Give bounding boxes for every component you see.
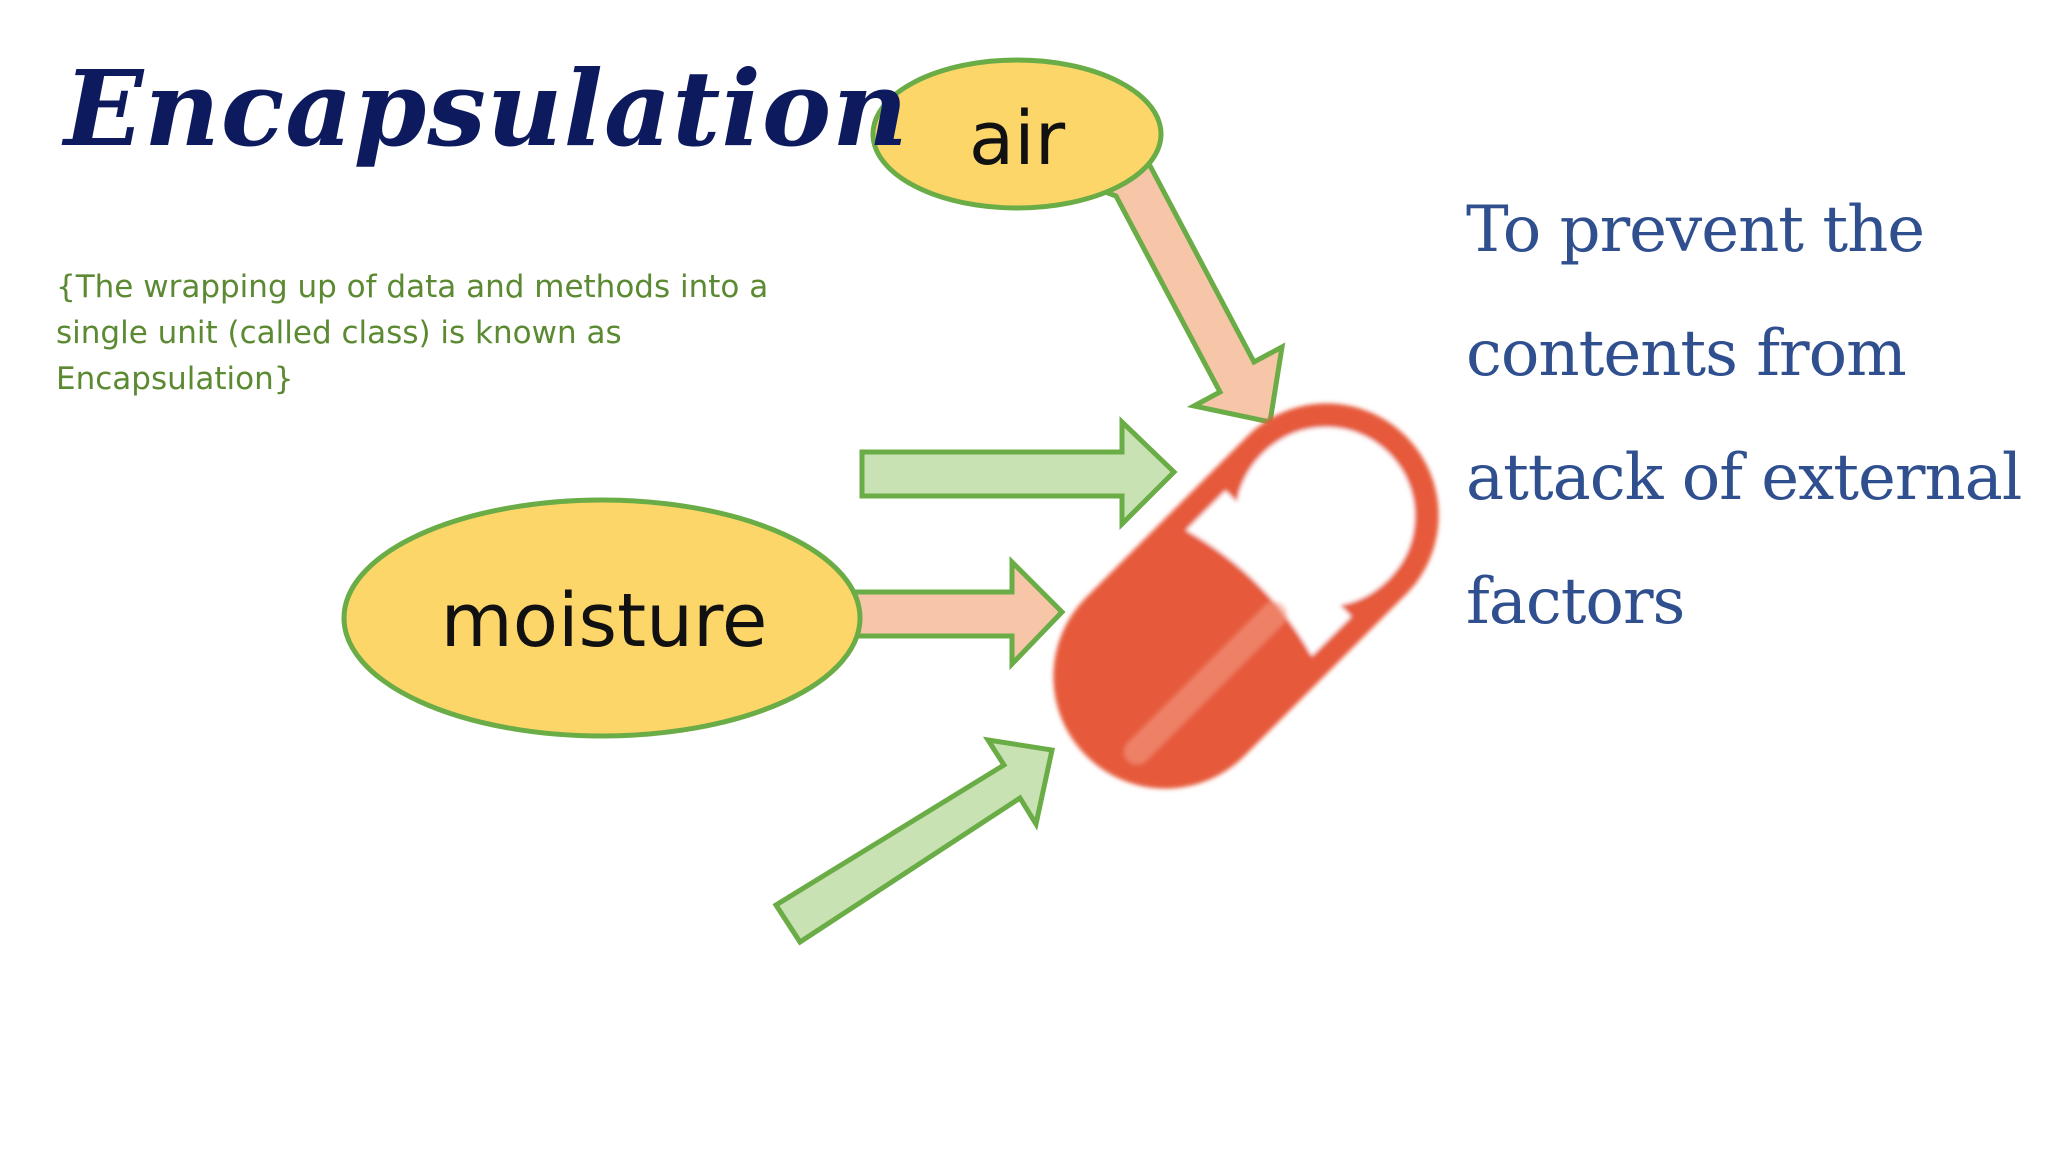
arrow-from-air (1094, 158, 1286, 425)
definition-text: {The wrapping up of data and methods int… (56, 269, 769, 397)
arrow-top-horizontal (859, 416, 1178, 531)
arrow-from-moisture (847, 555, 1066, 671)
moisture-bubble: moisture (341, 497, 863, 739)
arrow-bottom-diagonal (772, 736, 1056, 946)
slide-title: Encapsulation (64, 47, 909, 170)
moisture-label: moisture (441, 578, 768, 664)
purpose-text: To prevent the contents from attack of e… (1466, 193, 2022, 639)
air-label: air (969, 96, 1066, 182)
air-bubble: air (870, 57, 1164, 211)
capsule-icon (1053, 403, 1439, 789)
